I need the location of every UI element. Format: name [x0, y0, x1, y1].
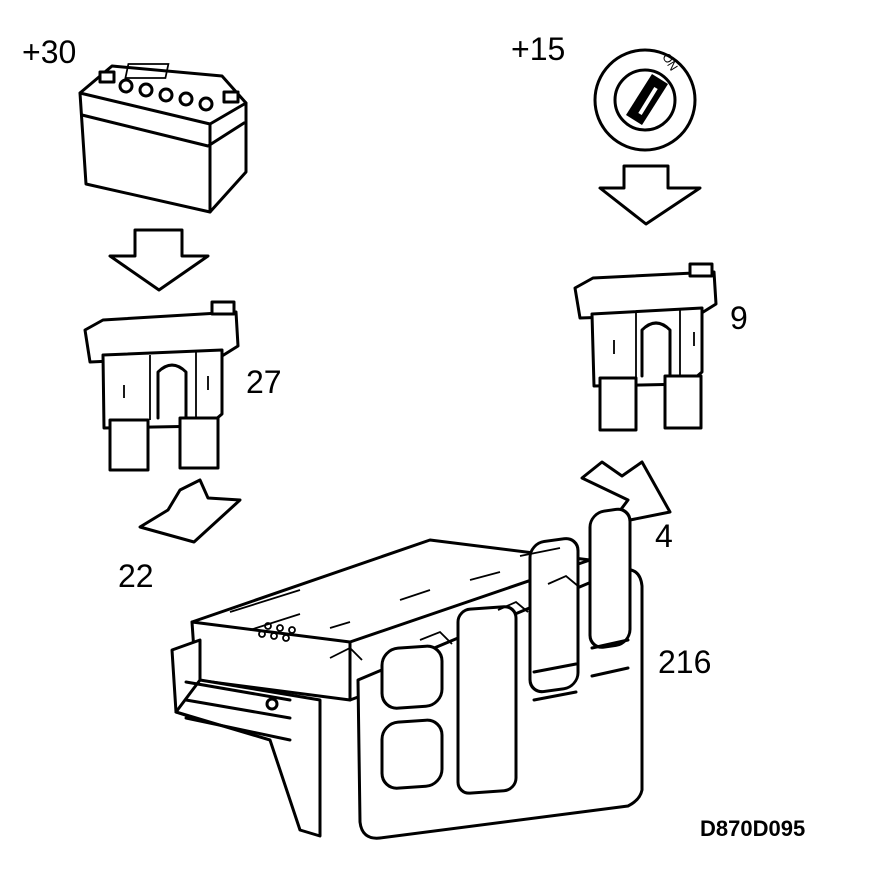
ignition-switch-icon	[593, 48, 697, 152]
fuse-right-number: 9	[730, 300, 748, 336]
fuse-left	[83, 300, 240, 472]
arrow-battery-to-fuse	[108, 228, 210, 292]
ignition-terminal-label: +15	[511, 31, 566, 67]
arrow-ignition-to-fuse	[598, 164, 702, 226]
pin-22-label: 22	[118, 558, 154, 594]
battery-terminal-label: +30	[22, 34, 77, 70]
fuse-right	[573, 262, 718, 432]
drawing-code: D870D095	[700, 816, 806, 841]
arrow-fuse-to-pin-4	[580, 460, 672, 526]
arrow-fuse-to-pin-22	[138, 478, 242, 544]
battery	[78, 63, 248, 214]
control-unit	[170, 507, 644, 840]
pin-4-label: 4	[655, 518, 673, 554]
fuse-left-number: 27	[246, 364, 282, 400]
control-unit-number: 216	[658, 644, 712, 680]
